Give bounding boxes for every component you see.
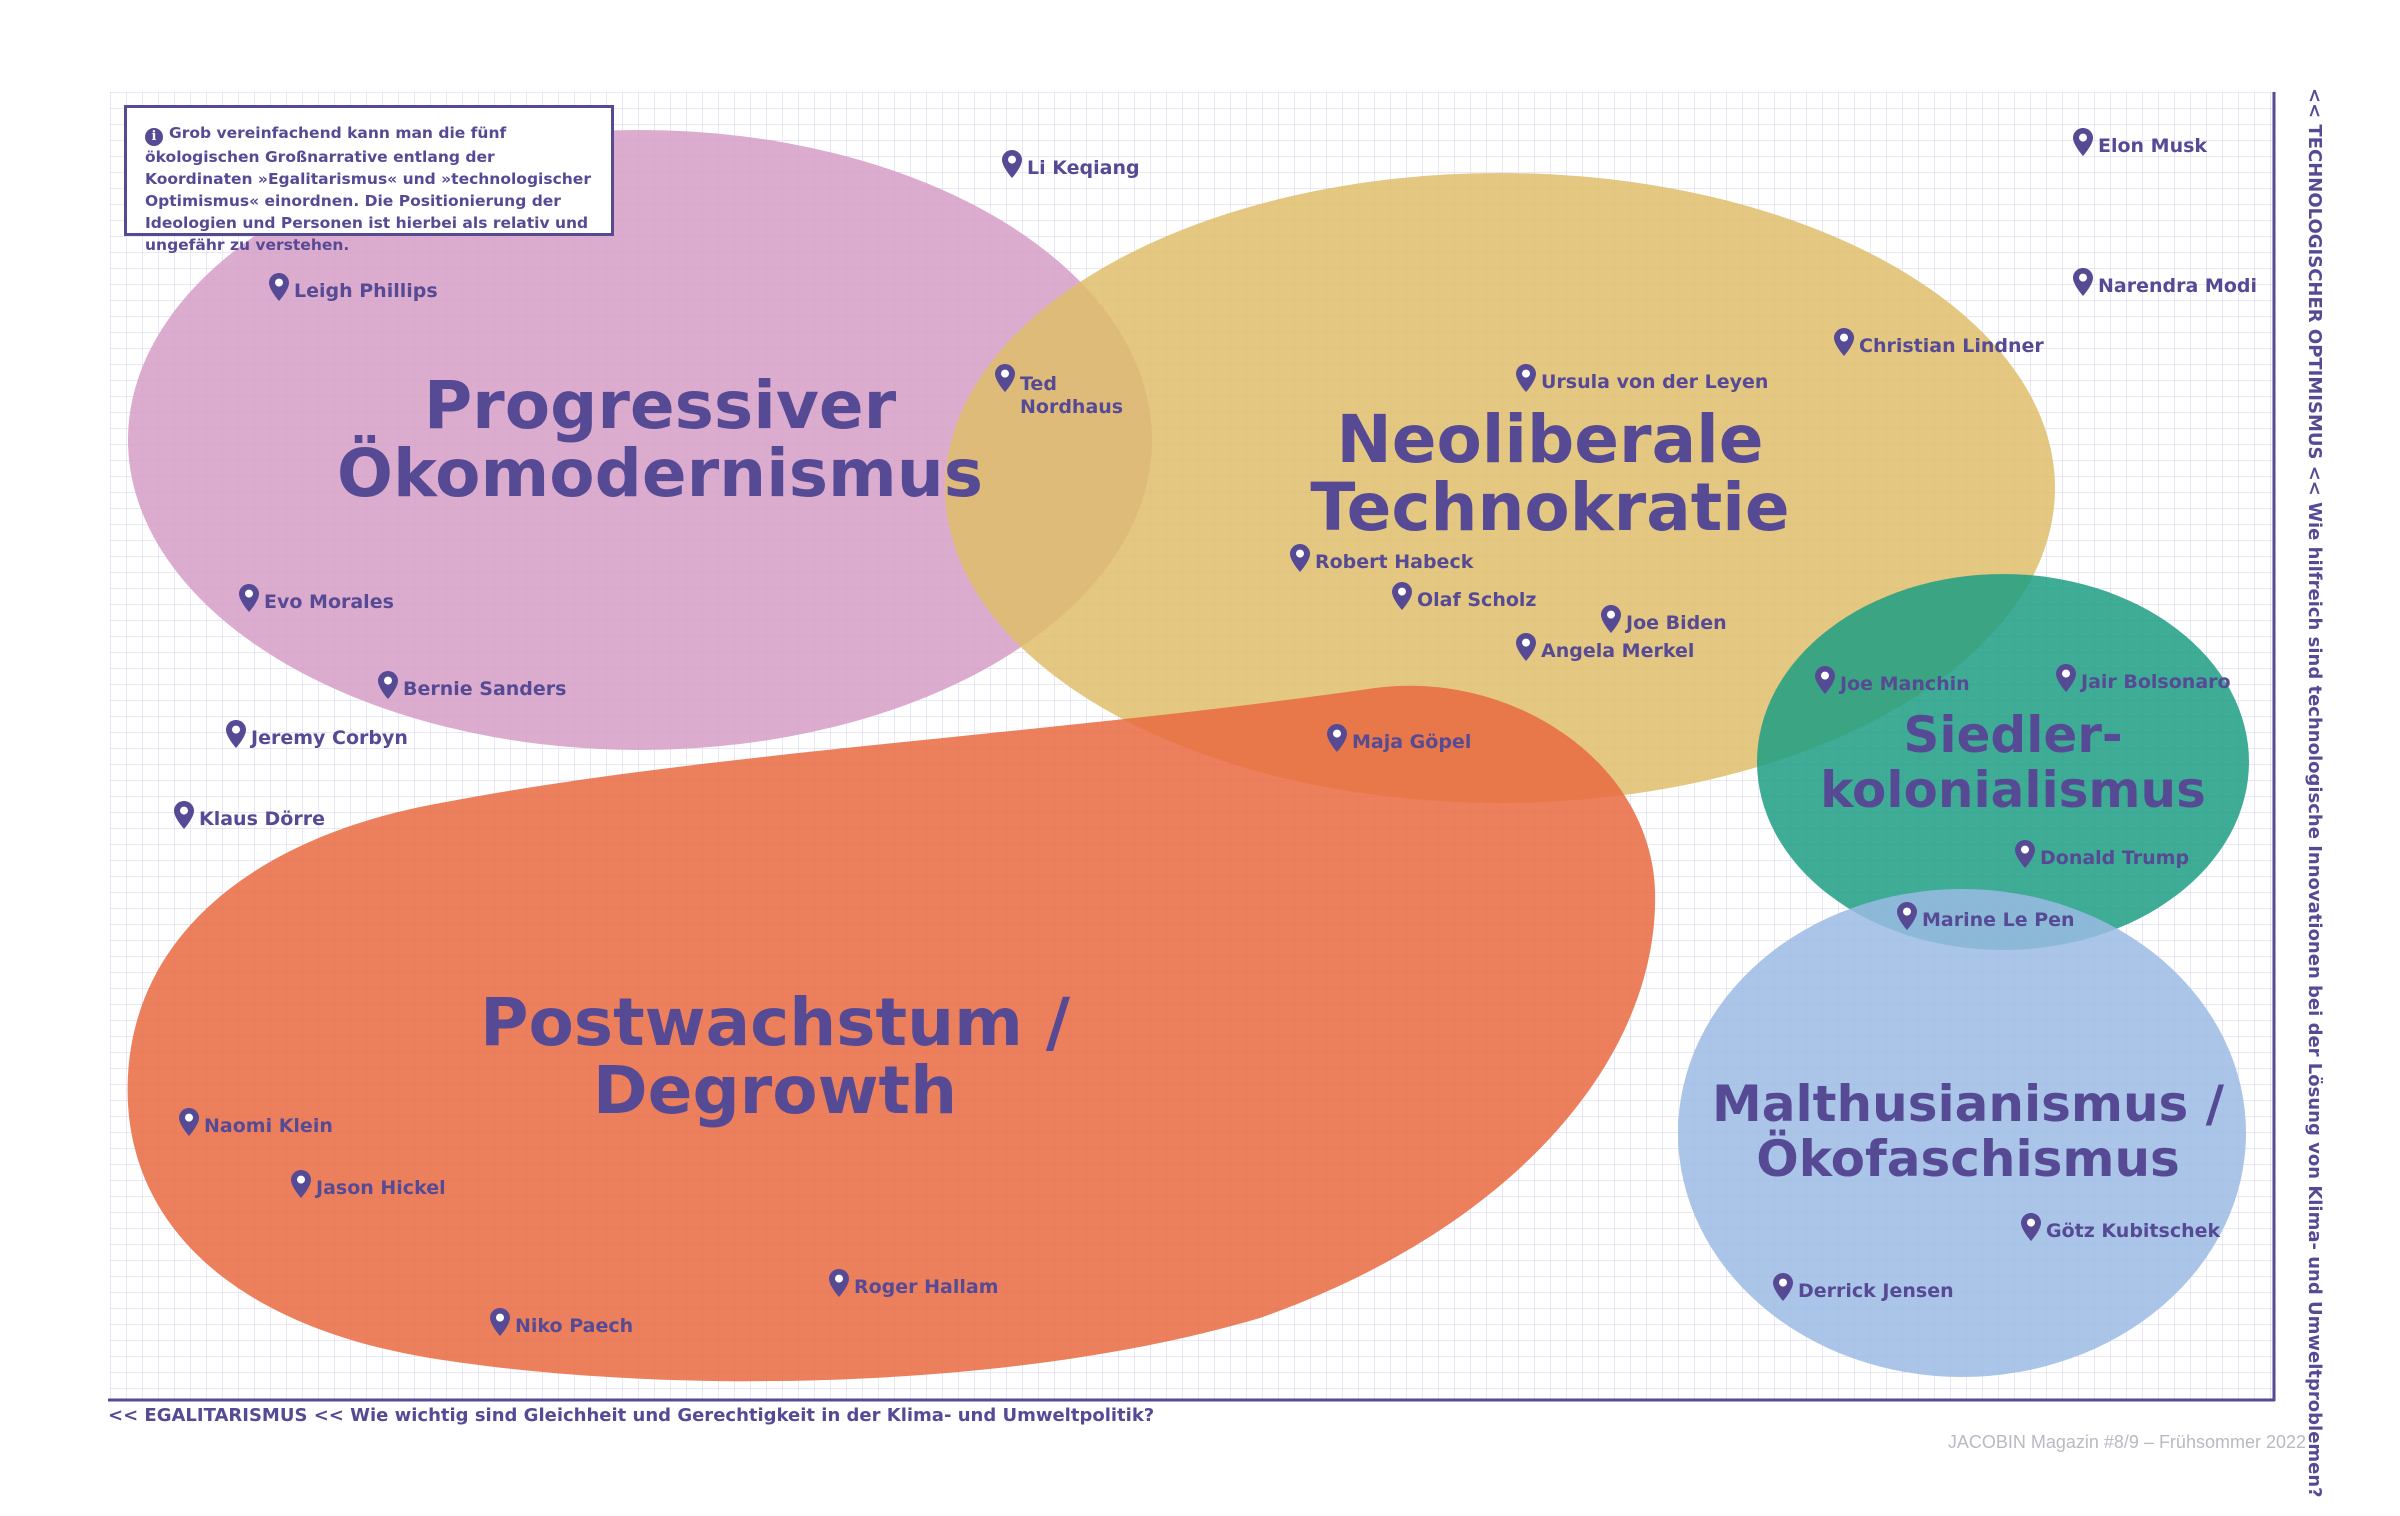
person-olaf-scholz: Olaf Scholz [1392, 582, 1536, 611]
label-degrowth: Postwachstum /Degrowth [480, 984, 1071, 1129]
label-degrowth-line: Degrowth [593, 1052, 957, 1129]
person-roger-hallam: Roger Hallam [829, 1269, 999, 1298]
person-joe-manchin: Joe Manchin [1815, 666, 1970, 695]
info-text: Grob vereinfachend kann man die fünf öko… [145, 124, 591, 254]
region-malthus [1678, 889, 2246, 1377]
person-name: Donald Trump [2040, 847, 2189, 869]
person-name: Narendra Modi [2098, 275, 2257, 297]
person-klaus-doerre: Klaus Dörre [174, 801, 325, 830]
person-name: Olaf Scholz [1417, 589, 1536, 611]
region-progressive [128, 130, 1152, 750]
info-icon: i [145, 128, 163, 146]
person-name: Elon Musk [2098, 135, 2207, 157]
person-name: Evo Morales [264, 591, 394, 613]
person-jeremy-corbyn: Jeremy Corbyn [226, 720, 408, 749]
person-goetz-kubitschek: Götz Kubitschek [2021, 1213, 2221, 1242]
person-name: Ursula von der Leyen [1541, 371, 1768, 393]
person-name: Jason Hickel [314, 1177, 446, 1199]
person-name: Leigh Phillips [294, 280, 438, 302]
person-name: Christian Lindner [1859, 335, 2044, 357]
y-axis-label: << TECHNOLOGISCHER OPTIMISMUS << Wie hil… [2304, 88, 2325, 1498]
person-ursula-von-der-leyen: Ursula von der Leyen [1516, 364, 1768, 393]
person-leigh-phillips: Leigh Phillips [269, 273, 438, 302]
region-settler [1757, 574, 2249, 950]
person-niko-paech: Niko Paech [490, 1308, 633, 1337]
person-name: Niko Paech [515, 1315, 633, 1337]
person-elon-musk: Elon Musk [2073, 128, 2207, 157]
label-progressive-line: Progressiver [424, 367, 897, 444]
region-degrowth [127, 685, 1656, 1382]
label-malthus-line: Ökofaschismus [1756, 1129, 2180, 1188]
label-settler-line: kolonialismus [1820, 761, 2206, 819]
person-jair-bolsonaro: Jair Bolsonaro [2056, 664, 2231, 693]
label-malthus: Malthusianismus /Ökofaschismus [1712, 1075, 2225, 1188]
label-settler-line: Siedler- [1903, 706, 2122, 764]
person-robert-habeck: Robert Habeck [1290, 544, 1474, 573]
person-name: Li Keqiang [1027, 157, 1140, 179]
person-name: Derrick Jensen [1798, 1280, 1954, 1302]
footer-credit: JACOBIN Magazin #8/9 – Frühsommer 2022 [1947, 1432, 2306, 1452]
person-li-keqiang: Li Keqiang [1002, 150, 1140, 179]
ideology-regions [127, 130, 2249, 1382]
person-name: Robert Habeck [1315, 551, 1474, 573]
person-donald-trump: Donald Trump [2015, 840, 2189, 869]
person-name: Jeremy Corbyn [249, 727, 408, 749]
person-name: Marine Le Pen [1922, 909, 2075, 931]
person-narendra-modi: Narendra Modi [2073, 268, 2257, 297]
person-angela-merkel: Angela Merkel [1516, 633, 1694, 662]
person-name: Bernie Sanders [403, 678, 566, 700]
label-neoliberal-line: Neoliberale [1336, 401, 1763, 478]
person-marine-le-pen: Marine Le Pen [1897, 902, 2075, 931]
label-neoliberal-line: Technokratie [1310, 469, 1789, 546]
person-evo-morales: Evo Morales [239, 584, 394, 613]
person-name: Jair Bolsonaro [2079, 671, 2231, 693]
person-naomi-klein: Naomi Klein [179, 1108, 333, 1137]
person-name-line: Nordhaus [1020, 396, 1123, 418]
person-joe-biden: Joe Biden [1601, 605, 1727, 634]
person-name: Klaus Dörre [199, 808, 325, 830]
region-neoliberal [945, 173, 2055, 803]
person-name: Maja Göpel [1352, 731, 1471, 753]
person-name: Roger Hallam [854, 1276, 999, 1298]
person-bernie-sanders: Bernie Sanders [378, 671, 566, 700]
label-settler: Siedler-kolonialismus [1820, 706, 2206, 819]
person-name: Angela Merkel [1541, 640, 1694, 662]
person-jason-hickel: Jason Hickel [291, 1170, 446, 1199]
x-axis-label: << EGALITARISMUS << Wie wichtig sind Gle… [108, 1405, 1155, 1426]
person-derrick-jensen: Derrick Jensen [1773, 1273, 1954, 1302]
person-name-line: Ted [1020, 373, 1057, 395]
person-name: Joe Manchin [1838, 673, 1970, 695]
person-christian-lindner: Christian Lindner [1834, 328, 2044, 357]
person-name: Götz Kubitschek [2046, 1220, 2221, 1242]
person-maja-goepel: Maja Göpel [1327, 724, 1471, 753]
label-degrowth-line: Postwachstum / [480, 984, 1071, 1061]
person-name: Naomi Klein [204, 1115, 333, 1137]
label-progressive-line: Ökomodernismus [337, 435, 983, 512]
person-name: Joe Biden [1624, 612, 1727, 634]
label-malthus-line: Malthusianismus / [1712, 1075, 2225, 1133]
